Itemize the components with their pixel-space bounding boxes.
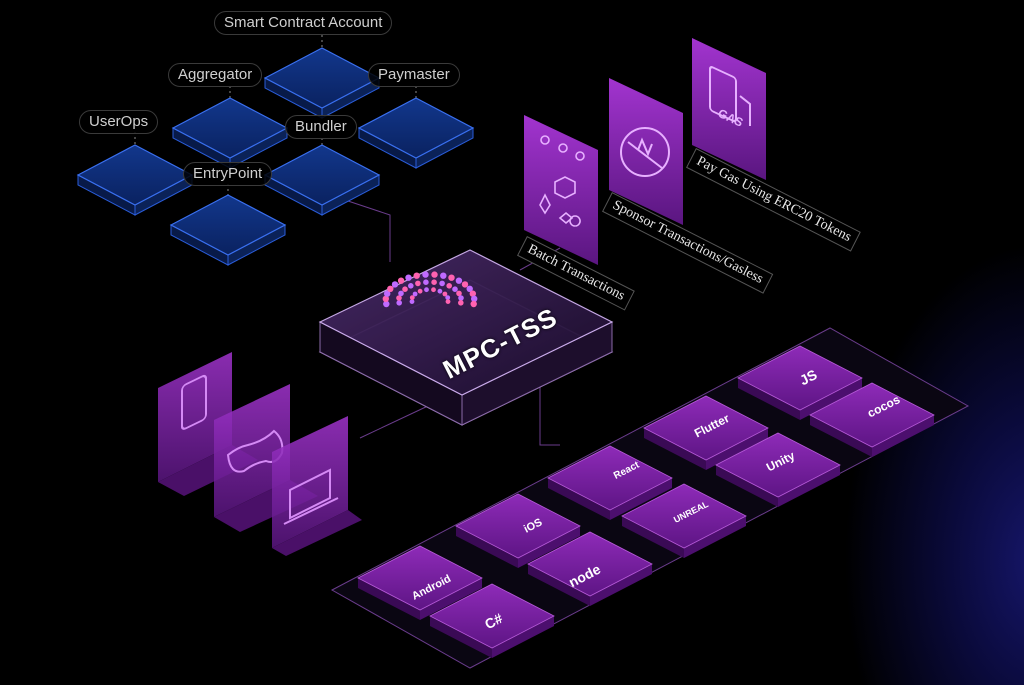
node-smart-contract-account: Smart Contract Account <box>214 11 393 35</box>
chainlink-icon <box>569 215 581 227</box>
connector-aa-core <box>344 199 391 262</box>
logo-dot <box>470 300 477 308</box>
device-gamepad-panel <box>214 384 290 517</box>
logo-dot <box>409 299 415 304</box>
core-block <box>318 249 614 426</box>
sdk-react-chip <box>547 445 673 520</box>
ethereum-icon <box>539 193 551 215</box>
node-paymaster: Paymaster <box>368 63 460 87</box>
mpc-logo-icon <box>382 271 478 308</box>
node-bundler: Bundler <box>285 115 357 139</box>
logo-dot <box>440 272 447 279</box>
logo-dot <box>471 295 478 302</box>
logo-dot <box>431 279 437 286</box>
logo-dot <box>408 283 414 289</box>
logo-dot <box>452 286 458 293</box>
logo-dot <box>442 291 448 297</box>
logo-dot <box>382 295 389 302</box>
logo-dot <box>412 291 418 297</box>
node-userops: UserOps <box>79 110 159 134</box>
logo-dot <box>402 286 408 293</box>
logo-dot <box>398 290 404 297</box>
batch-icons <box>539 135 585 227</box>
tile-smart-contract-account <box>263 47 381 119</box>
sdk-android-chip <box>357 545 483 620</box>
tile-bundler <box>263 144 381 216</box>
logo-dot <box>424 287 429 293</box>
logo-dot <box>396 300 403 306</box>
sdk-unity-chip <box>715 432 841 507</box>
logo-dot <box>423 279 429 286</box>
logo-dot <box>446 283 453 289</box>
phone-icon <box>181 374 207 430</box>
node-entrypoint: EntryPoint <box>183 162 273 186</box>
logo-dot <box>405 274 412 281</box>
logo-dot <box>431 271 438 278</box>
sdk-chips <box>357 345 935 658</box>
logo-dot <box>437 288 443 294</box>
logo-dot <box>409 295 415 300</box>
device-laptop-base <box>272 510 362 556</box>
sdk-ios-chip <box>455 493 581 568</box>
logo-dot <box>422 271 429 278</box>
logo-dot <box>387 285 394 292</box>
sdk-node-chip <box>527 531 653 606</box>
logo-dot <box>456 290 462 297</box>
sdk-csharp-chip <box>429 583 555 658</box>
device-phone-panel <box>158 352 232 482</box>
sdk-js-chip <box>737 345 863 420</box>
connector-lines <box>344 199 561 446</box>
logo-dot <box>391 281 399 288</box>
cube-icon <box>554 176 576 199</box>
connector-core-devices <box>359 404 431 439</box>
logo-dot <box>439 280 445 287</box>
logo-dot <box>413 272 420 279</box>
core-top <box>318 249 614 396</box>
logo-dot <box>466 285 473 292</box>
gasless-icon <box>620 127 670 177</box>
sdk-unreal-chip <box>621 483 747 558</box>
logo-dot <box>397 277 405 284</box>
devices-group <box>158 352 362 556</box>
logo-dot <box>455 277 463 284</box>
logo-dot <box>461 281 469 288</box>
logo-dot <box>445 299 451 304</box>
logo-dot <box>448 274 455 281</box>
sdk-platform <box>330 327 970 669</box>
gas-pump-icon <box>709 66 751 126</box>
connector-core-sdks <box>539 385 560 446</box>
logo-dot <box>383 300 390 308</box>
tile-entrypoint <box>169 194 287 266</box>
tile-aggregator <box>171 97 289 169</box>
account-abstraction-tiles <box>76 47 475 266</box>
laptop-icon <box>283 468 339 525</box>
logo-dot <box>458 300 464 306</box>
logo-dot <box>445 295 451 300</box>
logo-dot <box>469 290 476 297</box>
feature-panels: GAS <box>524 38 766 265</box>
logo-dot <box>458 295 464 301</box>
logo-dot <box>431 287 436 293</box>
logo-dot <box>396 295 402 301</box>
logo-dot <box>415 280 421 287</box>
node-aggregator: Aggregator <box>168 63 263 87</box>
logo-dot <box>417 288 423 294</box>
tile-paymaster <box>357 97 475 169</box>
sdk-flutter-chip <box>643 395 769 470</box>
sdk-cocos-chip <box>809 382 935 457</box>
tile-userops <box>76 144 194 216</box>
logo-dot <box>384 290 391 297</box>
